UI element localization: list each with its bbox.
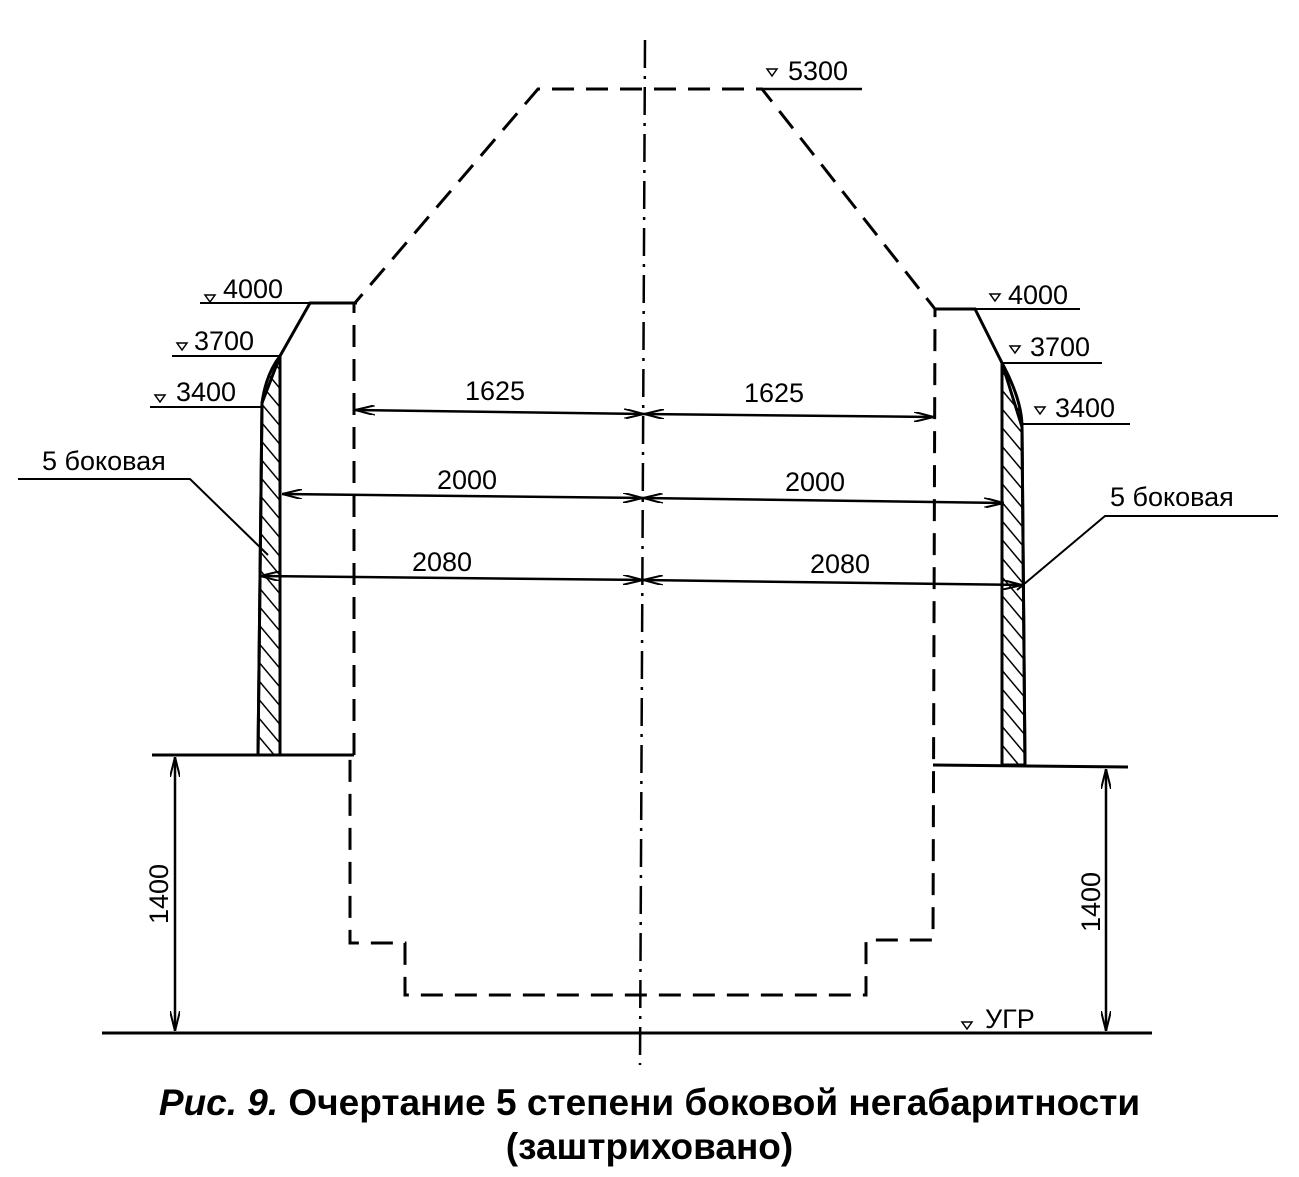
left-elevation-3400-label: 3400 bbox=[176, 377, 236, 407]
elevation-marker-icon bbox=[1008, 345, 1022, 355]
dim-1625-left bbox=[355, 410, 644, 414]
right-base-line bbox=[932, 763, 1129, 769]
dim-1625-right bbox=[644, 414, 934, 417]
elevation-marker-icon bbox=[203, 294, 217, 304]
left-hatched-zone bbox=[256, 351, 282, 757]
dim-1400-left-label: 1400 bbox=[144, 864, 174, 924]
elevation-marker-icon bbox=[153, 394, 167, 404]
elevation-marker-icon bbox=[175, 342, 189, 352]
dim-2080-right-label: 2080 bbox=[810, 549, 870, 579]
dim-2000-right bbox=[643, 498, 1004, 503]
elevation-marker-icon bbox=[988, 293, 1002, 303]
right-side-degree-label: 5 боковая bbox=[1110, 482, 1234, 512]
figure-number: Рис. 9. bbox=[158, 1082, 279, 1123]
dim-2080-left bbox=[260, 576, 643, 580]
ground-level-label: УГР bbox=[985, 1004, 1035, 1034]
dim-1625-right-label: 1625 bbox=[744, 378, 804, 408]
left-side-degree-label: 5 боковая bbox=[42, 446, 166, 476]
right-side-label-leader bbox=[1016, 515, 1278, 591]
figure-caption-line1: Рис. 9. Очертание 5 степени боковой нега… bbox=[0, 1080, 1299, 1126]
dim-2000-left-label: 2000 bbox=[437, 465, 497, 495]
right-elevation-4000-label: 4000 bbox=[1008, 280, 1068, 310]
center-axis bbox=[638, 39, 647, 1066]
dim-2080-left-label: 2080 bbox=[412, 547, 472, 577]
left-elevation-4000-label: 4000 bbox=[223, 274, 283, 304]
dim-2080-right bbox=[643, 580, 1022, 585]
gauge-dashed-outline bbox=[348, 87, 937, 997]
dim-2000-left bbox=[282, 494, 643, 498]
right-elevation-3700-label: 3700 bbox=[1030, 332, 1090, 362]
right-hatched-zone bbox=[1000, 362, 1027, 767]
elevation-5300-label: 5300 bbox=[788, 56, 848, 86]
elevation-marker-icon bbox=[765, 68, 779, 78]
elevation-marker-icon bbox=[960, 1021, 974, 1031]
dim-2000-right-label: 2000 bbox=[785, 467, 845, 497]
dim-1625-left-label: 1625 bbox=[465, 376, 525, 406]
figure-caption-line2: (заштриховано) bbox=[505, 1126, 794, 1167]
right-elevation-3400-label: 3400 bbox=[1055, 393, 1115, 423]
elevation-marker-icon bbox=[1033, 406, 1047, 416]
left-elevation-3700-label: 3700 bbox=[194, 326, 254, 356]
dim-1400-right-label: 1400 bbox=[1076, 872, 1106, 932]
left-side-label-leader bbox=[18, 478, 269, 556]
figure-title: Очертание 5 степени боковой негабаритнос… bbox=[288, 1082, 1141, 1123]
